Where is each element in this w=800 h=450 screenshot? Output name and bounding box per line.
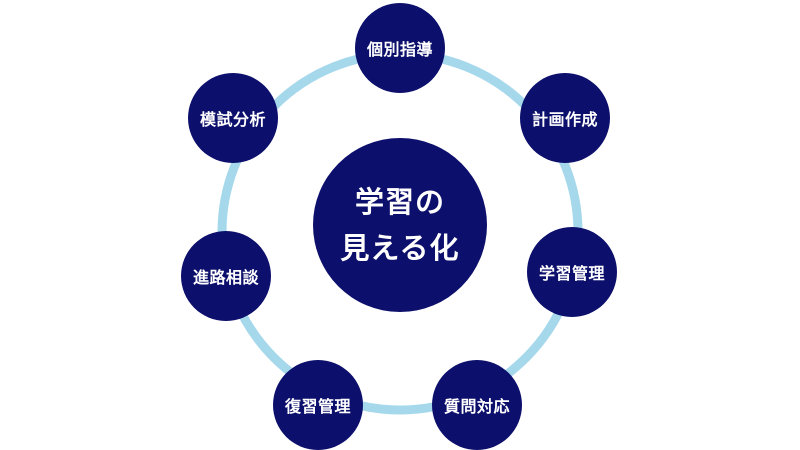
center-label-line2: 見える化 xyxy=(340,231,460,265)
node-label: 質問対応 xyxy=(443,397,510,416)
node-plan-creation: 計画作成 xyxy=(520,73,610,163)
node-career-counseling: 進路相談 xyxy=(181,231,271,321)
node-question-handling: 質問対応 xyxy=(432,360,522,450)
node-label: 個別指導 xyxy=(366,40,433,59)
node-review-management: 復習管理 xyxy=(273,360,363,450)
node-study-management: 学習管理 xyxy=(527,227,617,317)
node-label: 計画作成 xyxy=(531,110,598,129)
node-individual-tutoring: 個別指導 xyxy=(355,3,445,93)
center-label-line1: 学習の xyxy=(354,185,445,219)
node-label: 模試分析 xyxy=(199,110,266,129)
node-mock-exam-analysis: 模試分析 xyxy=(188,73,278,163)
node-label: 学習管理 xyxy=(538,264,605,283)
center-node-learning-visualization: 学習の 見える化 xyxy=(313,138,487,312)
node-label: 進路相談 xyxy=(192,268,259,287)
node-label: 復習管理 xyxy=(284,397,351,416)
